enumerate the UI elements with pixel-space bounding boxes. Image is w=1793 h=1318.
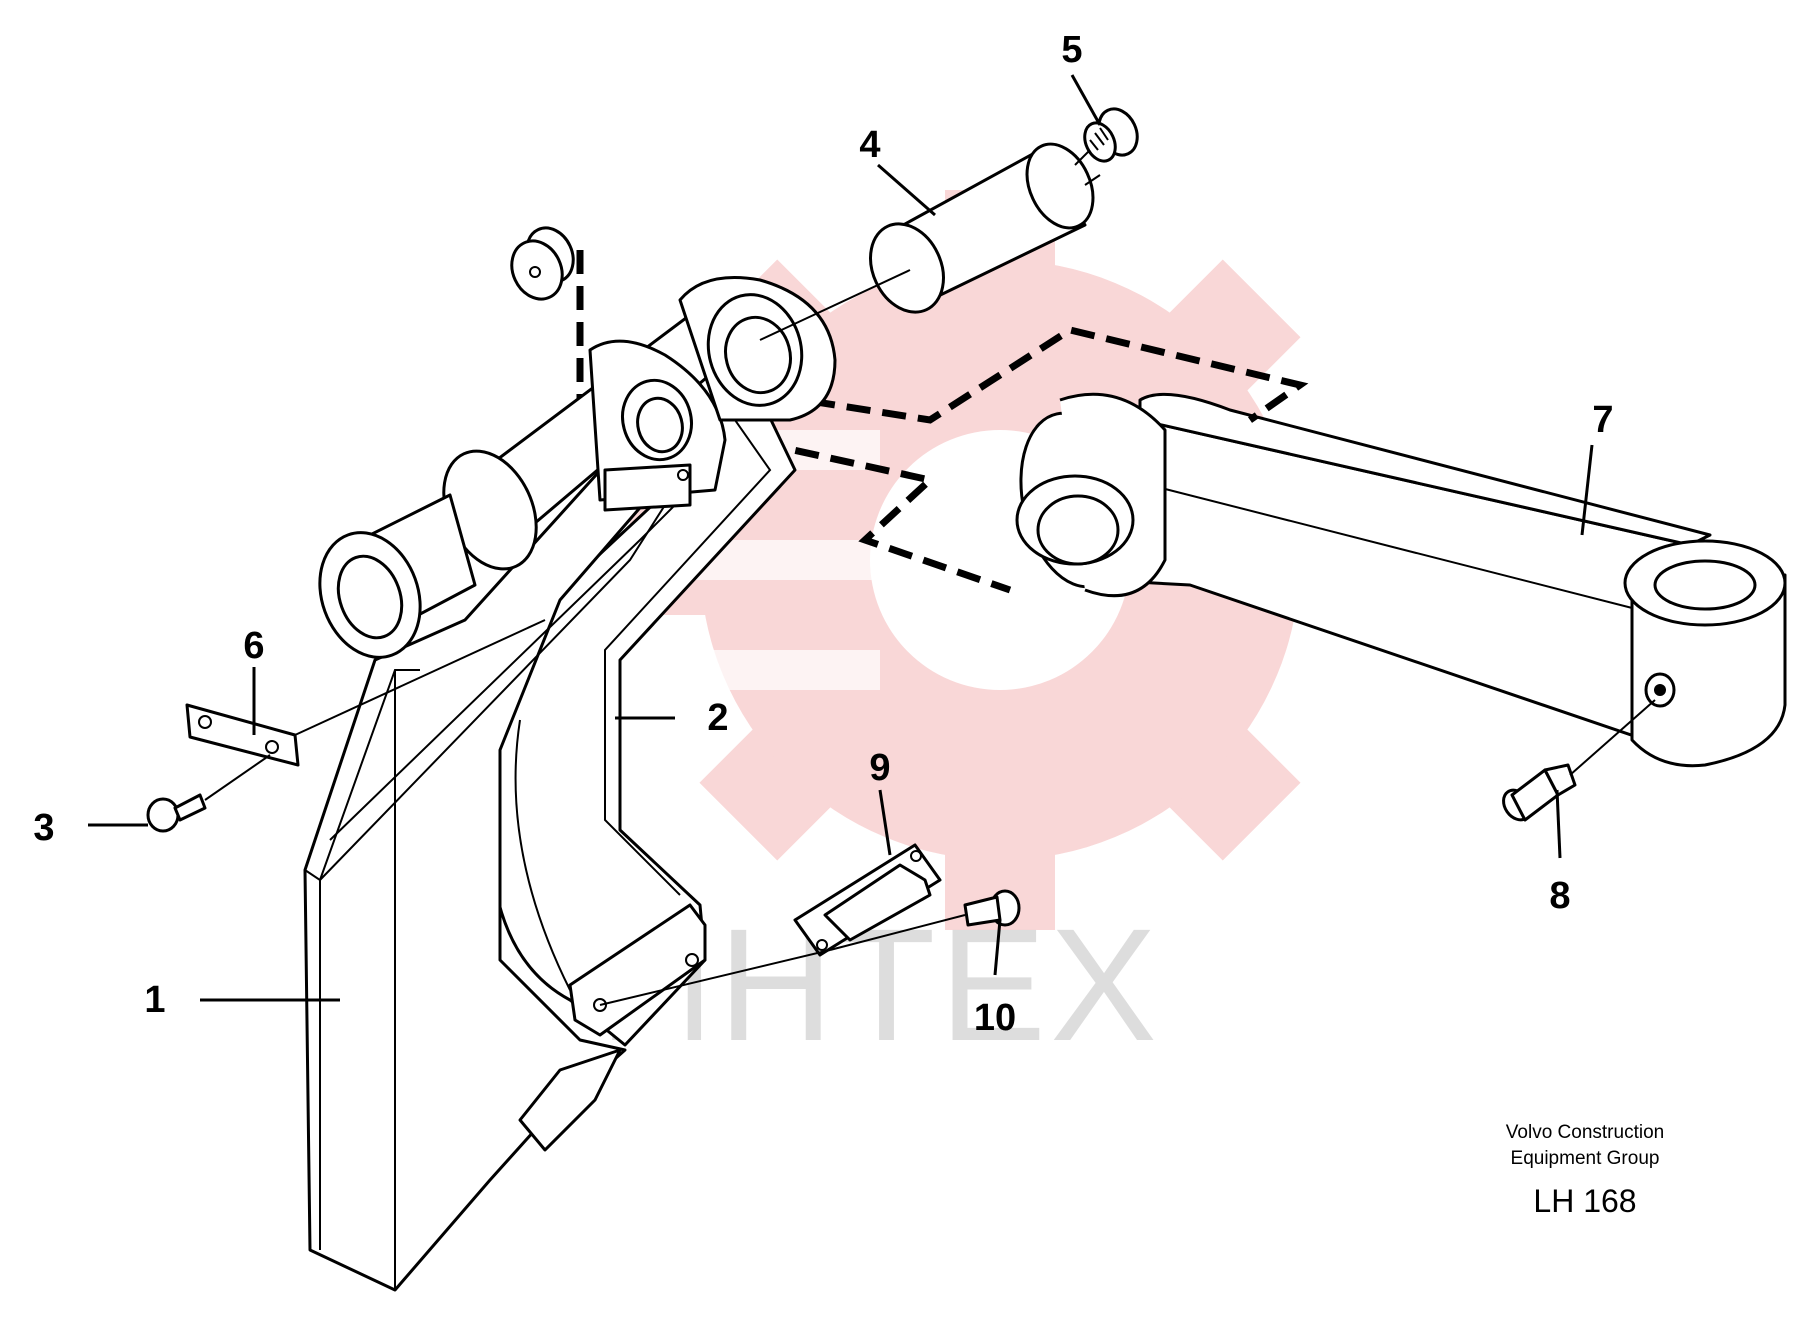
watermark-gear-stripes (650, 430, 880, 690)
leader-7 (1580, 444, 1594, 536)
callout-9: 9 (869, 747, 890, 789)
caption-line-1: Volvo Construction (1506, 1122, 1664, 1143)
part-4-pin (759, 142, 1101, 341)
callout-10: 10 (974, 997, 1016, 1039)
arm-right-bore (1653, 559, 1757, 611)
callout-5: 5 (1061, 29, 1082, 71)
drawing-code: LH 168 (1533, 1183, 1636, 1219)
part-9-block (793, 843, 942, 957)
callout-8: 8 (1549, 875, 1570, 917)
part-6-plate (185, 619, 546, 767)
leader-10 (993, 919, 1002, 976)
callout-2: 2 (707, 697, 728, 739)
bracket-lug (568, 903, 707, 1037)
pin-end (869, 222, 945, 314)
callout-labels: 1 2 3 4 5 6 7 8 9 10 (33, 29, 1613, 1039)
leader-5 (1070, 74, 1102, 126)
part-3-bolt (146, 754, 271, 833)
leader-9 (878, 789, 892, 856)
part-8-nipple (1502, 699, 1656, 822)
callout-1: 1 (144, 979, 165, 1021)
part-1-boom (303, 276, 837, 1292)
callout-6: 6 (243, 625, 264, 667)
pivot-dashed-lines (576, 250, 1309, 594)
arm-top-face (1138, 392, 1712, 547)
callout-3: 3 (33, 807, 54, 849)
arm-right-boss (1630, 573, 1787, 768)
leader-4 (877, 163, 936, 217)
part-7-arm (1015, 392, 1787, 768)
part-5-plug (1074, 107, 1139, 166)
leader-8 (1555, 789, 1562, 859)
boom-cutout (518, 1048, 622, 1152)
caption-block: Volvo Construction Equipment Group LH 16… (1506, 1122, 1664, 1219)
upper-left-plug (510, 226, 575, 301)
part-10-bolt (599, 889, 1021, 1006)
callout-4: 4 (859, 124, 880, 166)
caption-line-2: Equipment Group (1511, 1148, 1660, 1169)
leader-lines (88, 74, 1594, 1002)
callout-7: 7 (1592, 399, 1613, 441)
